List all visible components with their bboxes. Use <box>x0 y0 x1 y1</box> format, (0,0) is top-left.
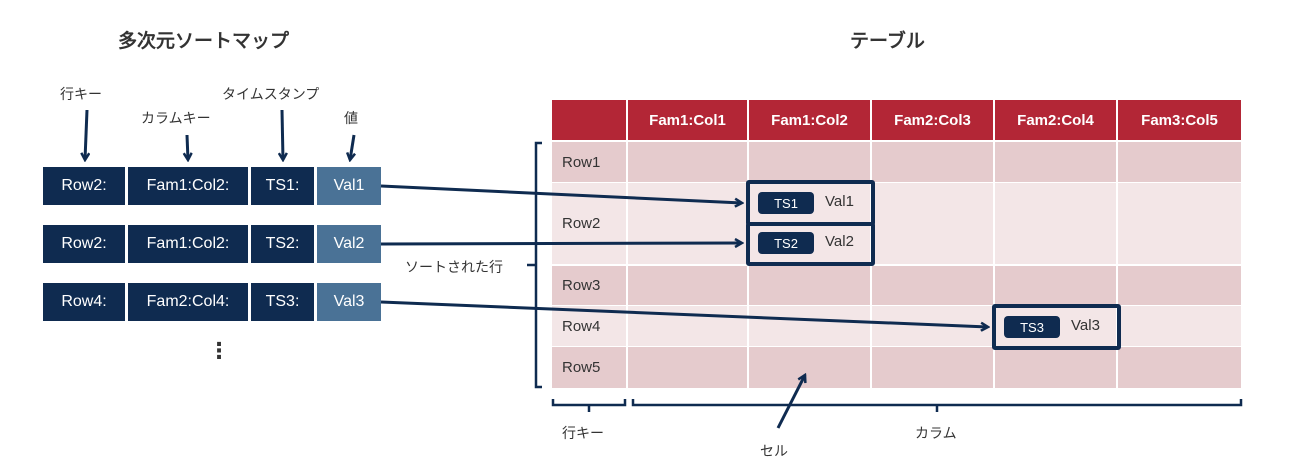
table-cell <box>1118 142 1241 182</box>
table-cell <box>872 266 993 305</box>
table-cell <box>995 266 1116 305</box>
table-row-key: Row2 <box>552 183 626 264</box>
table-header-cell: Fam1:Col1 <box>628 100 747 140</box>
sorted-map-title: 多次元ソートマップ <box>118 30 290 52</box>
timestamp-label: タイムスタンプ <box>222 87 320 103</box>
ellipsis: ⋮ <box>208 338 230 363</box>
row-key-arrow <box>85 109 87 160</box>
table-cell <box>749 142 870 182</box>
table-header-cell: Fam3:Col5 <box>1118 100 1241 140</box>
bottom-cell-label: セル <box>760 444 788 460</box>
bottom-columns-label: カラム <box>915 426 957 442</box>
timestamp-badge: TS2 <box>758 232 814 254</box>
value-arrow <box>350 134 354 160</box>
kv-column-key: Fam1:Col2: <box>128 167 248 205</box>
kv-value: Val1 <box>317 167 381 205</box>
table-cell <box>872 347 993 388</box>
table-cell <box>1118 306 1241 346</box>
table-cell <box>1118 183 1241 264</box>
table-cell <box>628 183 747 264</box>
kv-column-key: Fam1:Col2: <box>128 225 248 263</box>
table-row-key: Row3 <box>552 266 626 305</box>
kv-row-key: Row2: <box>43 167 125 205</box>
table-cell <box>872 183 993 264</box>
table-cell <box>1118 266 1241 305</box>
table-cell <box>872 306 993 346</box>
kv-row-key: Row2: <box>43 225 125 263</box>
table-cell <box>628 266 747 305</box>
timestamp-arrow <box>282 109 283 160</box>
table-title: テーブル <box>850 30 925 52</box>
table-row-key: Row4 <box>552 306 626 346</box>
kv-value: Val2 <box>317 225 381 263</box>
kv-value: Val3 <box>317 283 381 321</box>
row-key-brace <box>551 399 627 407</box>
column-key-arrow <box>187 134 188 160</box>
row-key-label: 行キー <box>60 87 102 103</box>
timestamp-badge: TS1 <box>758 192 814 214</box>
sorted-rows-label: ソートされた行 <box>405 260 503 276</box>
table-header-corner <box>552 100 626 140</box>
table-cell <box>628 142 747 182</box>
columns-brace <box>631 399 1243 407</box>
kv-timestamp: TS1: <box>251 167 314 205</box>
kv-row-key: Row4: <box>43 283 125 321</box>
table-cell <box>995 142 1116 182</box>
table-row-key: Row1 <box>552 142 626 182</box>
value-label: 値 <box>344 111 358 127</box>
cell-value: Val3 <box>1071 317 1100 334</box>
table-cell <box>628 347 747 388</box>
sorted-rows-brace <box>534 141 542 389</box>
kv-column-key: Fam2:Col4: <box>128 283 248 321</box>
table-cell <box>749 347 870 388</box>
table-header-cell: Fam2:Col3 <box>872 100 993 140</box>
table-cell <box>749 306 870 346</box>
bottom-row-key-label: 行キー <box>562 426 604 442</box>
table-cell <box>995 183 1116 264</box>
table-cell <box>628 306 747 346</box>
column-key-label: カラムキー <box>141 111 211 127</box>
table-cell <box>872 142 993 182</box>
cell-value: Val2 <box>825 233 854 250</box>
cell-value: Val1 <box>825 193 854 210</box>
cell-version-box <box>746 222 875 266</box>
table-cell <box>1118 347 1241 388</box>
table-row-key: Row5 <box>552 347 626 388</box>
kv-timestamp: TS3: <box>251 283 314 321</box>
table-cell <box>995 347 1116 388</box>
table-cell <box>749 266 870 305</box>
kv-timestamp: TS2: <box>251 225 314 263</box>
timestamp-badge: TS3 <box>1004 316 1060 338</box>
table-header-cell: Fam2:Col4 <box>995 100 1116 140</box>
table-header-cell: Fam1:Col2 <box>749 100 870 140</box>
cell-version-box <box>992 304 1121 350</box>
